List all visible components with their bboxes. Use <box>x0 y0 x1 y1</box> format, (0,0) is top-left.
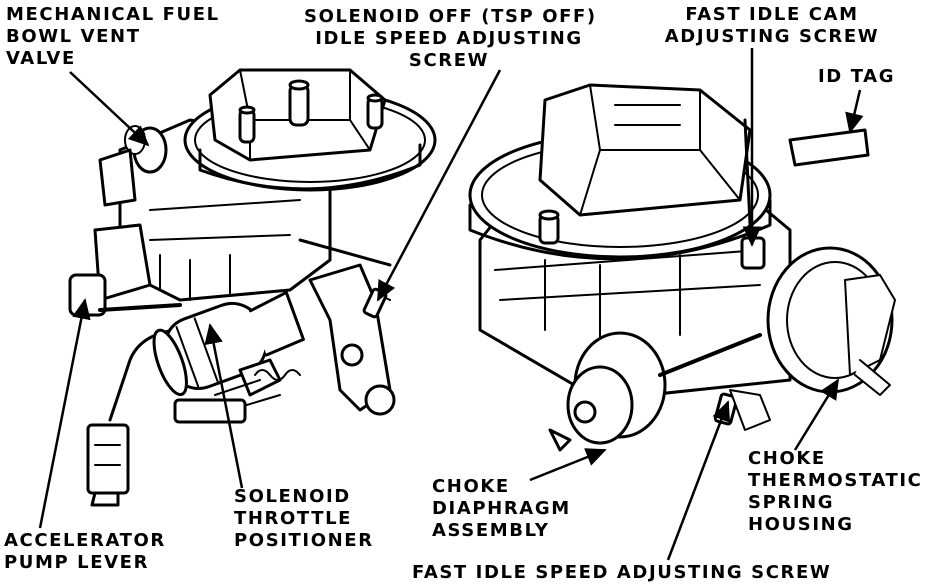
leader-choke-diaphragm <box>529 448 607 482</box>
label-solenoid-throttle-positioner: SOLENOID THROTTLE POSITIONER <box>234 486 374 551</box>
leader-id-tag <box>845 89 864 134</box>
label-choke-thermostatic-spring-housing: CHOKE THERMOSTATIC SPRING HOUSING <box>748 448 923 535</box>
label-accelerator-pump-lever: ACCELERATOR PUMP LEVER <box>4 530 166 573</box>
label-choke-diaphragm-assembly: CHOKE DIAPHRAGM ASSEMBLY <box>432 476 571 541</box>
leader-bowl-vent-valve <box>69 71 150 147</box>
leader-fast-idle-speed-screw <box>666 400 731 561</box>
label-mechanical-fuel-bowl-vent-valve: MECHANICAL FUEL BOWL VENT VALVE <box>6 4 220 69</box>
label-fast-idle-cam-adjusting-screw: FAST IDLE CAM ADJUSTING SCREW <box>664 4 880 47</box>
leader-solenoid-positioner <box>204 323 244 489</box>
right-carburetor <box>468 83 896 452</box>
label-solenoid-off-idle-speed-screw: SOLENOID OFF (TSP OFF) IDLE SPEED ADJUST… <box>304 6 597 71</box>
left-carburetor <box>68 68 437 507</box>
leader-choke-thermostatic-housing <box>793 378 840 451</box>
leader-lines <box>38 48 864 561</box>
leader-accelerator-pump-lever <box>38 298 91 529</box>
label-id-tag: ID TAG <box>818 66 896 87</box>
label-fast-idle-speed-adjusting-screw: FAST IDLE SPEED ADJUSTING SCREW <box>412 562 832 583</box>
leader-tsp-off-screw <box>376 69 502 302</box>
